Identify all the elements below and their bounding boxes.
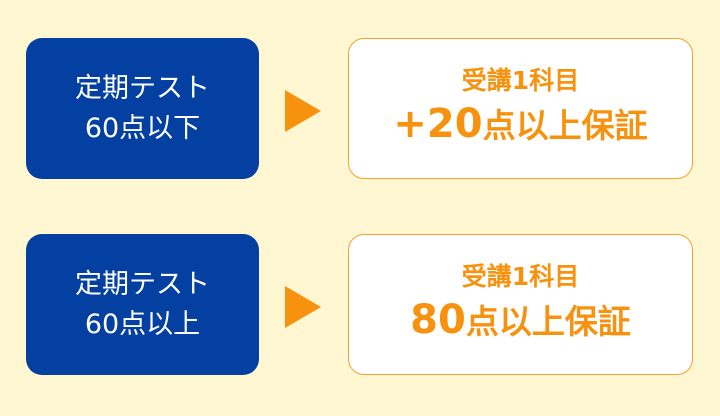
guarantee-points: +20	[393, 100, 483, 147]
guarantee-row-1: 定期テスト 60点以下 受講1科目 +20点以上保証	[0, 38, 720, 179]
guarantee-line2: +20点以上保証	[393, 99, 647, 151]
guarantee-box: 受講1科目 +20点以上保証	[348, 38, 693, 179]
guarantee-line2: 80点以上保証	[410, 295, 631, 347]
guarantee-line1: 受講1科目	[461, 65, 580, 95]
guarantee-points: 80	[410, 296, 466, 343]
condition-line1: 定期テスト	[75, 268, 210, 300]
condition-line1: 定期テスト	[75, 72, 210, 104]
guarantee-suffix: 点以上保証	[482, 105, 648, 145]
condition-box: 定期テスト 60点以上	[26, 234, 259, 375]
guarantee-suffix: 点以上保証	[465, 301, 631, 341]
right-triangle-icon	[285, 286, 321, 328]
right-triangle-icon	[285, 90, 321, 132]
guarantee-box: 受講1科目 80点以上保証	[348, 234, 693, 375]
guarantee-line1: 受講1科目	[461, 261, 580, 291]
condition-line2: 60点以上	[84, 308, 201, 340]
condition-line2: 60点以下	[84, 112, 201, 144]
condition-box: 定期テスト 60点以下	[26, 38, 259, 179]
guarantee-row-2: 定期テスト 60点以上 受講1科目 80点以上保証	[0, 234, 720, 375]
